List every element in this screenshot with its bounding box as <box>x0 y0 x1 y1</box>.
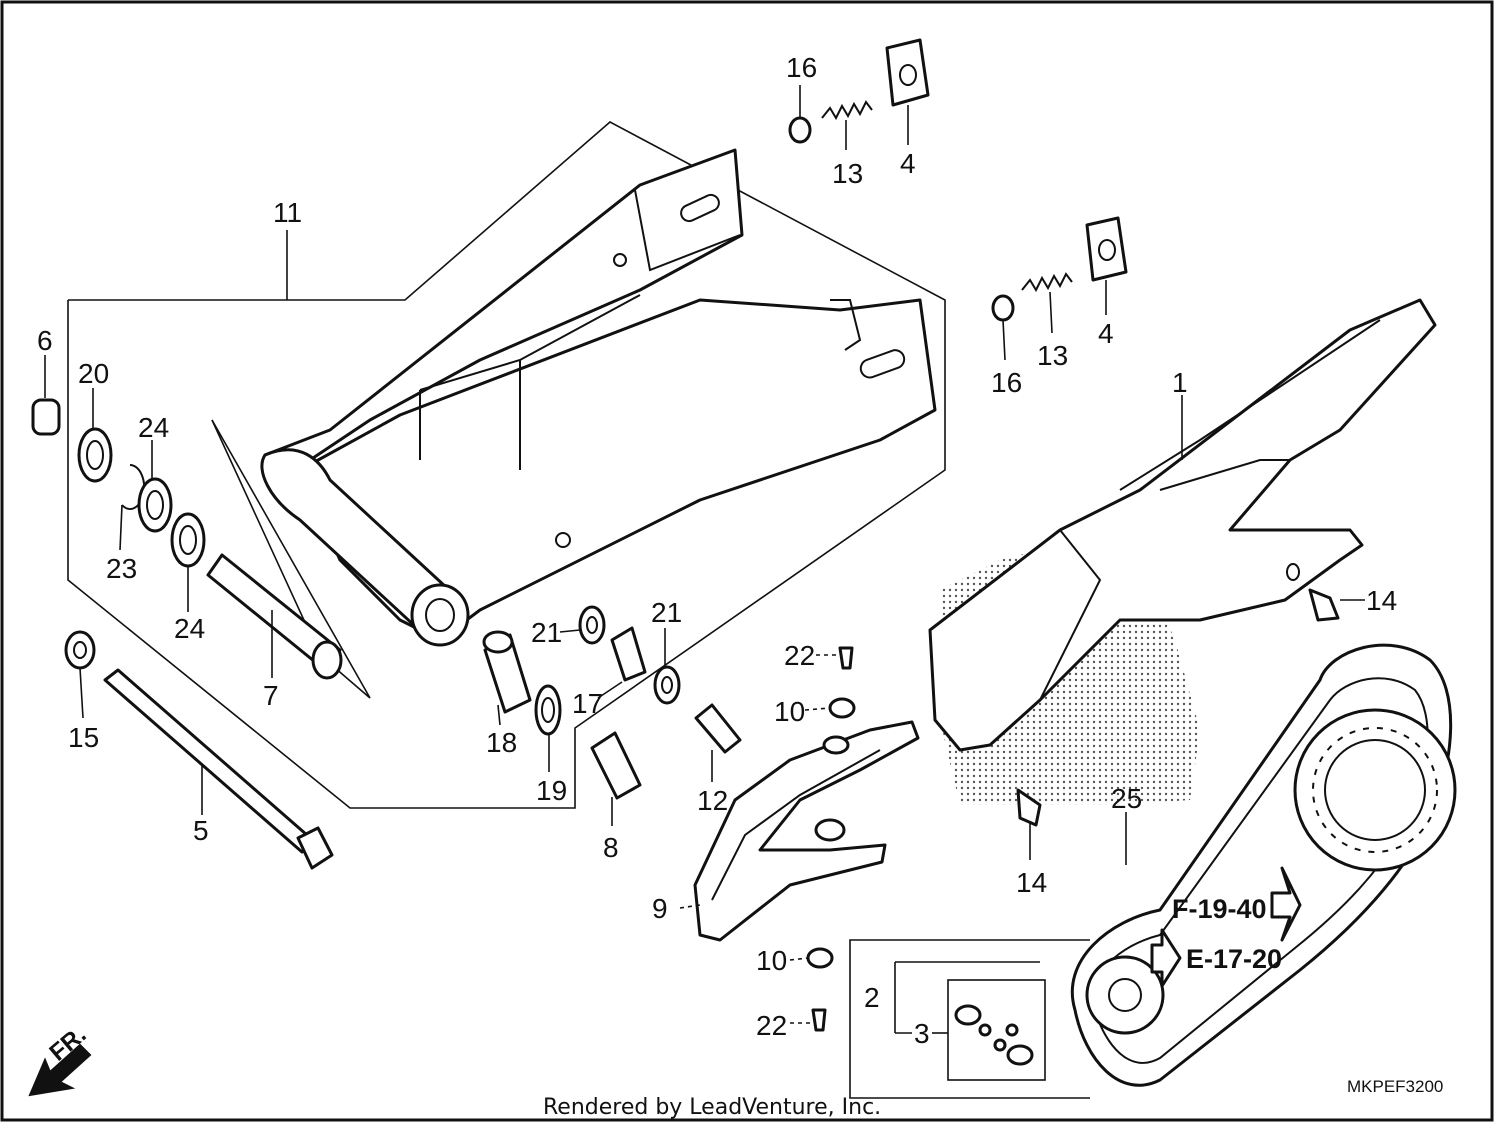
callout-23[interactable]: 23 <box>106 553 137 584</box>
cross-ref-arrow-e[interactable] <box>1150 928 1182 988</box>
callout-20[interactable]: 20 <box>78 358 109 389</box>
callout-17[interactable]: 17 <box>572 688 603 719</box>
callout-21-left[interactable]: 21 <box>531 617 562 648</box>
callout-1[interactable]: 1 <box>1172 367 1188 398</box>
callout-13-lower[interactable]: 13 <box>1037 340 1068 371</box>
cross-ref-e-17-20[interactable]: E-17-20 <box>1186 944 1282 974</box>
callout-2[interactable]: 2 <box>864 982 880 1013</box>
part-12-collar[interactable] <box>694 703 742 754</box>
callout-22-upper[interactable]: 22 <box>784 640 815 671</box>
part-8-collar[interactable] <box>590 731 642 800</box>
part-13-spring-lower[interactable] <box>1021 272 1073 293</box>
callout-19[interactable]: 19 <box>536 775 567 806</box>
part-9-chain-slider[interactable] <box>693 720 920 942</box>
callout-14-right[interactable]: 14 <box>1366 585 1397 616</box>
part-4-adjuster-plate-lower[interactable] <box>1085 216 1128 282</box>
part-21-seal-left[interactable] <box>578 605 606 645</box>
callout-12[interactable]: 12 <box>697 785 728 816</box>
callout-10-upper[interactable]: 10 <box>774 696 805 727</box>
callout-16-lower[interactable]: 16 <box>991 367 1022 398</box>
part-14-bolt-lower[interactable] <box>1016 788 1042 827</box>
part-17-bushing[interactable] <box>610 626 647 682</box>
leader-lines <box>44 85 1365 1034</box>
swingarm-group-outline <box>67 121 946 809</box>
part-10-collar-lower[interactable] <box>806 947 834 969</box>
part-1-chain-case[interactable] <box>928 298 1437 805</box>
part-19-seal[interactable] <box>534 684 562 736</box>
callout-18[interactable]: 18 <box>486 727 517 758</box>
part-3-master-link[interactable] <box>954 1004 1034 1066</box>
part-7-pivot-collar[interactable] <box>206 553 343 680</box>
part-24-bearing-lower[interactable] <box>170 512 206 568</box>
part-10-collar-upper[interactable] <box>828 697 856 719</box>
callout-21-right[interactable]: 21 <box>651 597 682 628</box>
callout-11[interactable]: 11 <box>273 197 302 228</box>
render-credit: Rendered by LeadVenture, Inc. <box>543 1095 881 1120</box>
part-5-pivot-bolt[interactable] <box>103 668 334 870</box>
part-22-screw-lower[interactable] <box>811 1008 827 1032</box>
callout-14-lower[interactable]: 14 <box>1016 867 1047 898</box>
front-direction-arrow <box>28 1043 92 1097</box>
part-15-nut[interactable] <box>64 630 96 670</box>
part-14-bolt-right[interactable] <box>1308 588 1340 622</box>
callout-4-lower[interactable]: 4 <box>1098 318 1114 349</box>
callout-9[interactable]: 9 <box>652 893 668 924</box>
diagram-code: MKPEF3200 <box>1347 1077 1443 1096</box>
part-22-screw-upper[interactable] <box>838 646 854 670</box>
part-13-spring-upper[interactable] <box>821 100 873 121</box>
callout-15[interactable]: 15 <box>68 722 99 753</box>
callout-22-lower[interactable]: 22 <box>756 1010 787 1041</box>
part-16-nut-lower[interactable] <box>991 294 1015 322</box>
callout-3[interactable]: 3 <box>914 1018 930 1049</box>
callout-4-upper[interactable]: 4 <box>900 148 916 179</box>
callout-13-upper[interactable]: 13 <box>832 158 863 189</box>
callout-25[interactable]: 25 <box>1111 783 1142 814</box>
callout-16-upper[interactable]: 16 <box>786 52 817 83</box>
part-24-bearing-upper[interactable] <box>137 477 173 533</box>
chain-assembly-group-outline <box>849 939 1090 1099</box>
part-4-adjuster-plate-upper[interactable] <box>885 38 930 107</box>
callout-8[interactable]: 8 <box>603 832 619 863</box>
callout-7[interactable]: 7 <box>263 680 279 711</box>
drive-sprocket[interactable] <box>1085 955 1165 1035</box>
callout-10-lower[interactable]: 10 <box>756 945 787 976</box>
callout-24-lower[interactable]: 24 <box>174 613 205 644</box>
cross-ref-f-19-40[interactable]: F-19-40 <box>1172 894 1267 924</box>
callout-5[interactable]: 5 <box>193 815 209 846</box>
callout-24-upper[interactable]: 24 <box>138 412 169 443</box>
swingarm[interactable] <box>260 148 937 647</box>
part-6-collar[interactable] <box>31 398 61 436</box>
part-20-seal[interactable] <box>77 427 113 483</box>
callout-labels: 1 2 3 4 4 5 6 7 8 9 10 10 11 12 13 13 14… <box>37 52 1397 1049</box>
part-16-nut-upper[interactable] <box>788 116 812 144</box>
callout-6[interactable]: 6 <box>37 325 53 356</box>
driven-sprocket[interactable] <box>1293 708 1457 872</box>
part-21-seal-right[interactable] <box>653 665 681 705</box>
part-18-bushing[interactable] <box>482 630 532 714</box>
cross-ref-arrow-f[interactable] <box>1270 866 1302 942</box>
